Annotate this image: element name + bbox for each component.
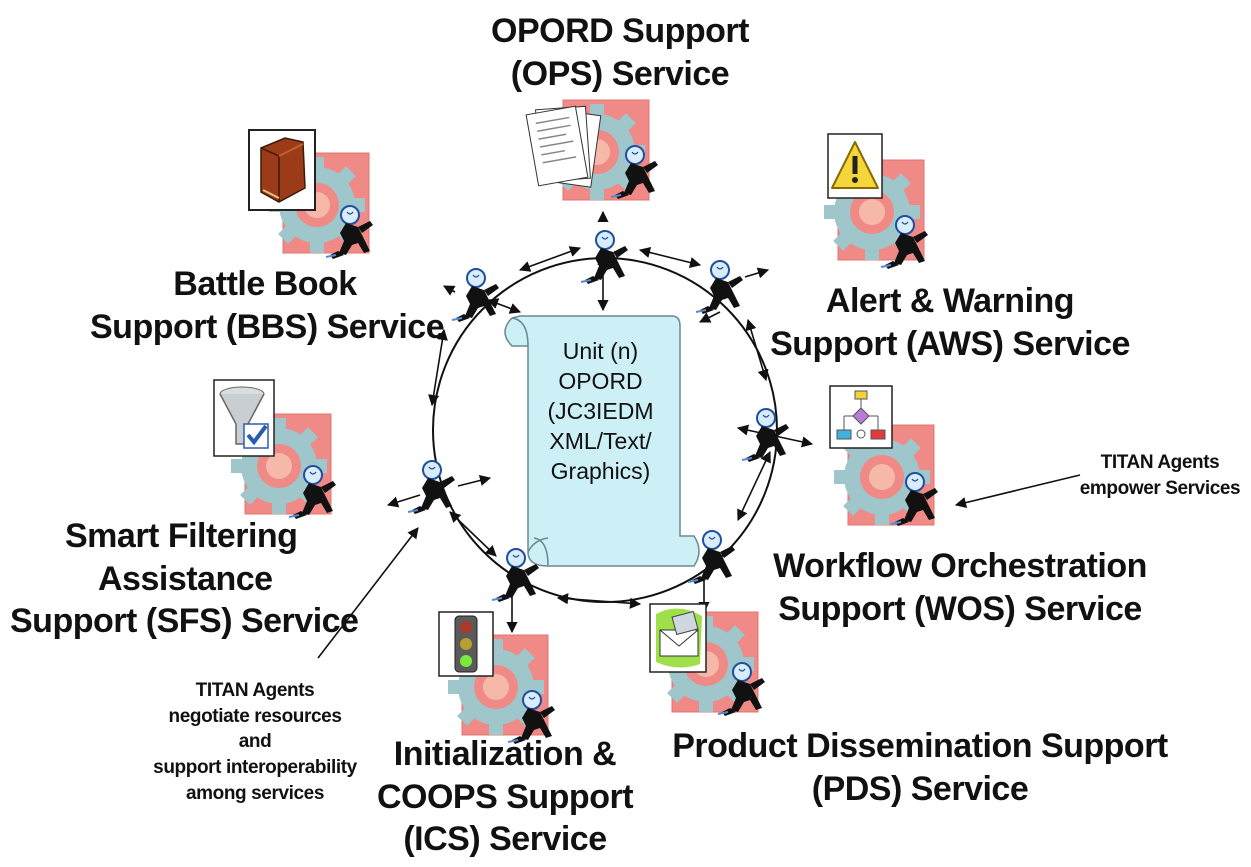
label-line: Support (WOS) Service — [778, 589, 1142, 628]
scroll-line: Graphics) — [550, 458, 651, 484]
label-line: Support (AWS) Service — [770, 324, 1130, 363]
annotation-line: empower Services — [1079, 477, 1241, 499]
ring-agent-icon — [451, 268, 500, 323]
negotiate-arrow — [317, 527, 419, 659]
scroll-line: Unit (n) — [562, 338, 639, 364]
pds-service-label: Product Dissemination Support (PDS) Serv… — [670, 725, 1170, 810]
label-line: Alert & Warning — [825, 282, 1075, 320]
label-line: Smart Filtering — [65, 517, 298, 555]
label-line: Support (SFS) Service — [10, 602, 359, 640]
label-line: Support (BBS) Service — [90, 307, 445, 346]
annotation-line: and — [238, 731, 272, 753]
ring-arrows — [386, 210, 814, 634]
ring-agent-icon — [407, 460, 456, 515]
opord-scroll — [504, 315, 700, 567]
warning-icon — [827, 133, 883, 199]
label-line: (ICS) Service — [403, 820, 607, 858]
annotation-line: among services — [185, 782, 325, 804]
label-line: (OPS) Service — [510, 54, 730, 93]
aws-service-label: Alert & Warning Support (AWS) Service — [770, 280, 1130, 365]
scroll-line: (JC3IEDM — [547, 398, 654, 424]
label-line: Initialization & — [393, 735, 617, 773]
label-line: OPORD Support — [491, 12, 749, 50]
empower-arrow — [954, 474, 1081, 509]
label-line: (PDS) Service — [811, 769, 1029, 808]
wos-service-label: Workflow Orchestration Support (WOS) Ser… — [770, 545, 1150, 630]
annotation-line: TITAN Agents — [1100, 452, 1220, 473]
traffic-light-icon — [438, 611, 494, 677]
sfs-service-label: Smart Filtering Assistance Support (SFS)… — [10, 515, 359, 643]
annotation-line: TITAN Agents — [195, 680, 315, 701]
label-line: Product Dissemination Support — [672, 727, 1168, 765]
ring-agent-icon — [741, 408, 790, 463]
label-line: Workflow Orchestration — [773, 547, 1147, 585]
label-line: Assistance — [98, 559, 273, 598]
bbs-service-label: Battle Book Support (BBS) Service — [90, 263, 445, 348]
empower-annotation: TITAN Agents empower Services — [1072, 450, 1248, 501]
scroll-line: OPORD — [558, 368, 643, 394]
negotiate-annotation: TITAN Agents negotiate resources and sup… — [120, 678, 390, 806]
ops-service-label: OPORD Support (OPS) Service — [470, 10, 770, 95]
label-line: COOPS Support — [376, 777, 634, 816]
flowchart-icon — [829, 385, 893, 449]
scroll-line: XML/Text/ — [549, 428, 652, 454]
funnel-check-icon — [213, 379, 275, 457]
book-icon — [248, 129, 316, 211]
ics-service-label: Initialization & COOPS Support (ICS) Ser… — [370, 733, 640, 861]
annotation-line: negotiate resources — [168, 705, 342, 727]
label-line: Battle Book — [173, 265, 357, 303]
scroll-text: Unit (n) OPORD (JC3IEDM XML/Text/ Graphi… — [528, 336, 673, 486]
envelope-icon — [649, 603, 707, 673]
document-stack-icon — [525, 105, 602, 188]
annotation-line: support interoperability — [153, 756, 357, 778]
ring-agent-icon — [580, 230, 629, 285]
